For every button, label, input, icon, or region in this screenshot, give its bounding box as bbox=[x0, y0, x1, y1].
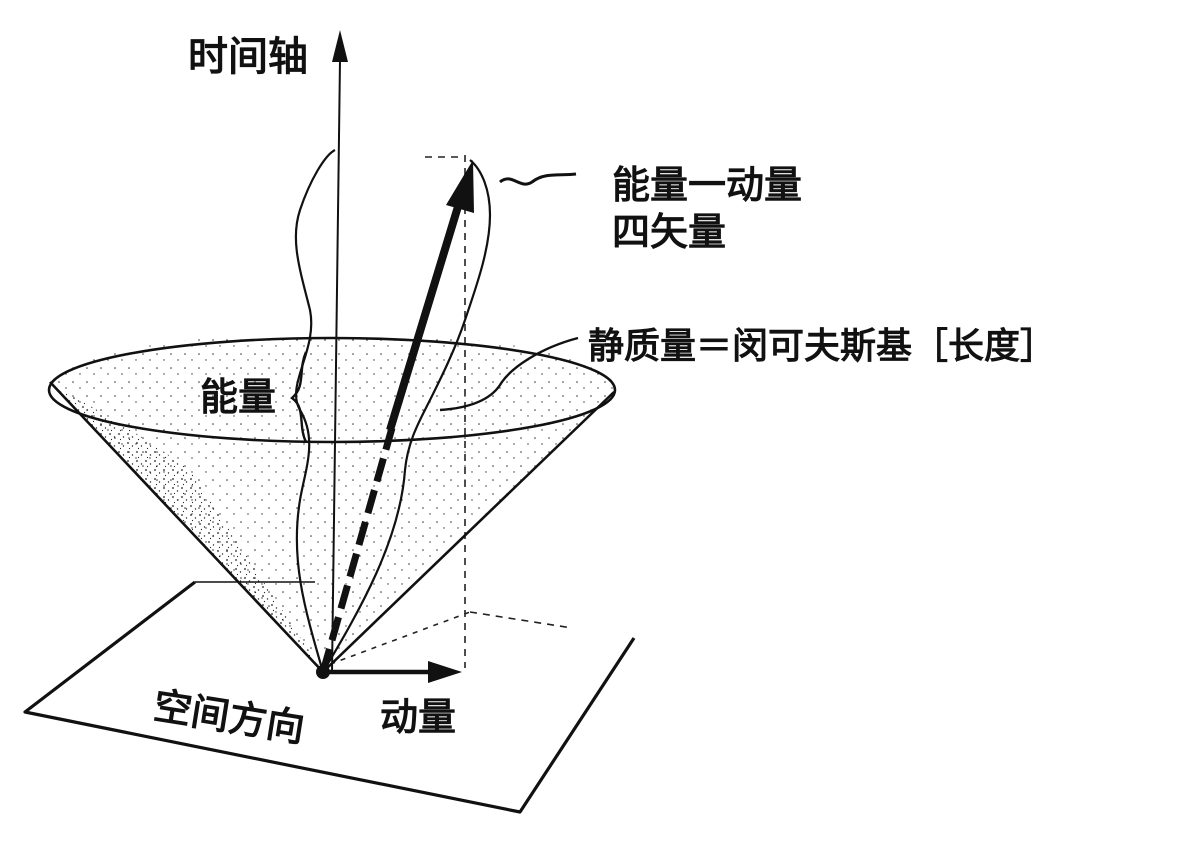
four-vector-label-2: 四矢量 bbox=[612, 210, 726, 254]
light-cone bbox=[47, 332, 617, 673]
four-vector-label-1: 能量一动量 bbox=[612, 163, 802, 207]
four-vector-leader bbox=[499, 172, 577, 186]
four-vector-arrow bbox=[319, 160, 474, 673]
rest-mass-leader bbox=[439, 336, 579, 412]
projection-lines bbox=[319, 155, 573, 669]
momentum-vector bbox=[323, 661, 462, 683]
wave-lobe bbox=[294, 149, 492, 673]
origin-dot bbox=[316, 665, 330, 679]
time-axis bbox=[331, 30, 348, 673]
rest-mass-label: 静质量＝闵可夫斯基［长度］ bbox=[588, 326, 1056, 367]
time-axis-label: 时间轴 bbox=[188, 34, 308, 80]
momentum-label: 动量 bbox=[380, 695, 456, 739]
energy-brace bbox=[290, 351, 308, 443]
energy-label: 能量 bbox=[200, 375, 276, 419]
